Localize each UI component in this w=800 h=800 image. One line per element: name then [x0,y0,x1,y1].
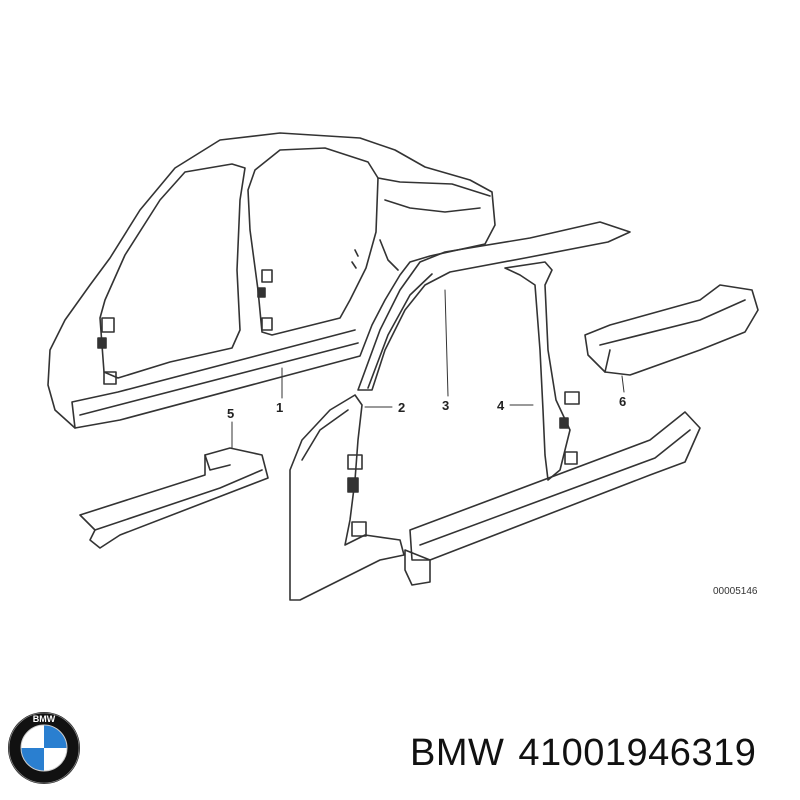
a-pillar-part-2 [289,394,405,601]
callout-2: 2 [398,400,405,415]
callout-3: 3 [442,398,449,413]
sill-cover-part-6 [584,284,759,376]
callout-5: 5 [227,406,234,421]
svg-text:BMW: BMW [33,714,56,724]
callout-4: 4 [497,398,505,413]
brand-name: BMW [410,732,505,774]
part-number: 41001946319 [518,732,757,774]
footer-part-info: BMW 41001946319 [410,732,770,775]
roof-rail-part-3 [357,221,631,391]
leader-lines [231,289,625,449]
b-pillar-part-4 [404,261,701,586]
side-frame-part-1 [47,132,496,429]
rocker-part-5 [79,447,269,549]
callout-6: 6 [619,394,626,409]
callout-1: 1 [276,400,283,415]
bmw-logo: BMW [8,712,80,784]
drawing-code: 00005146 [713,586,758,597]
